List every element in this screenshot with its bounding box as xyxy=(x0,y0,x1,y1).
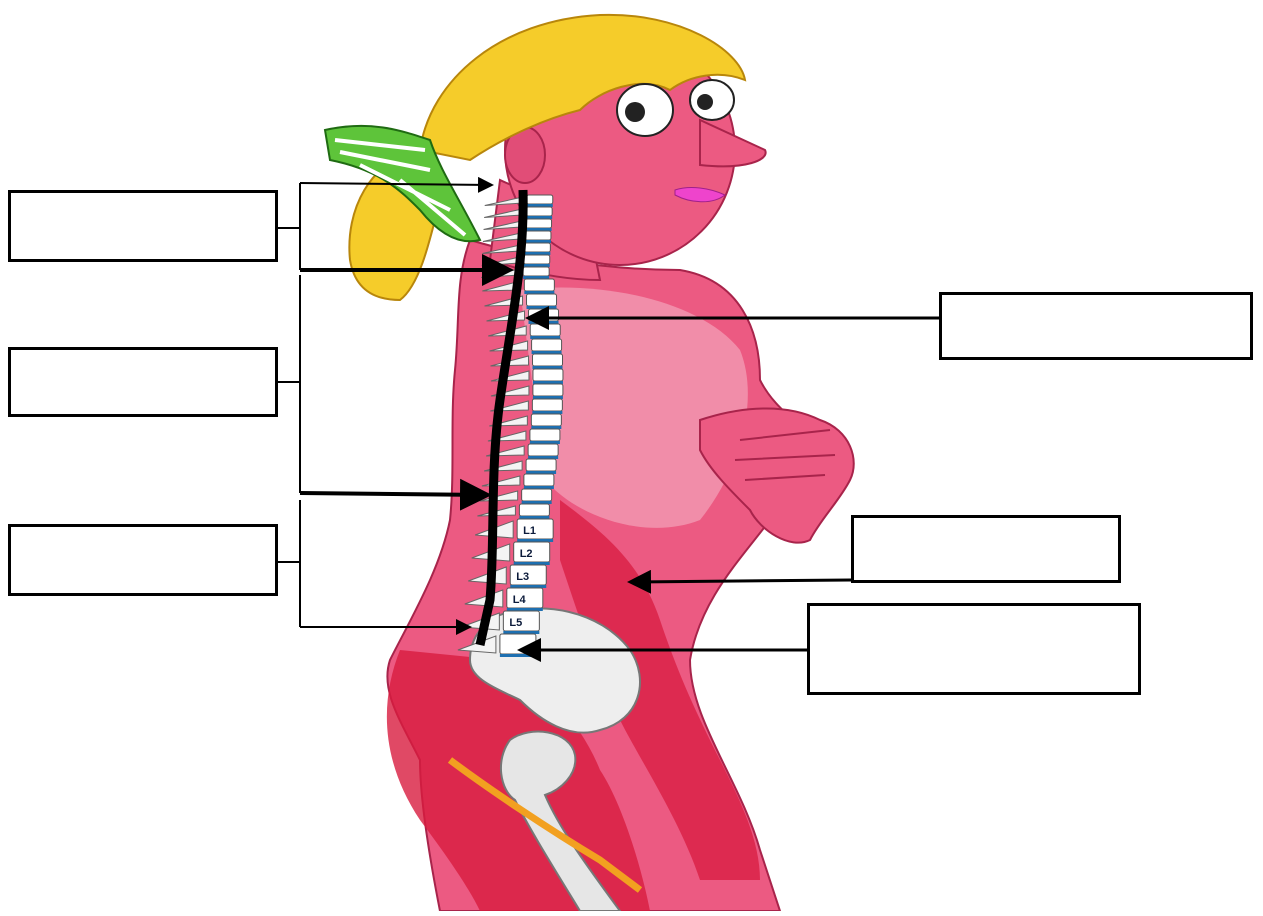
vertebra xyxy=(519,504,549,516)
label-box-thoracic[interactable] xyxy=(8,347,278,417)
vertebra xyxy=(530,324,560,336)
label-box-cervical[interactable] xyxy=(8,190,278,262)
vertebra xyxy=(524,279,554,291)
vertebra xyxy=(530,429,560,441)
lumbar-vertebra-label: L3 xyxy=(516,571,529,583)
vertebra xyxy=(532,399,562,411)
lumbar-vertebra-label: L5 xyxy=(509,617,522,629)
label-box-muscle[interactable] xyxy=(851,515,1121,583)
vertebra xyxy=(533,354,563,366)
vertebra xyxy=(524,474,554,486)
intervertebral-disc xyxy=(500,654,536,657)
vertebra xyxy=(533,384,563,396)
label-box-vertebra[interactable] xyxy=(939,292,1253,360)
vertebra xyxy=(523,267,549,276)
vertebra xyxy=(522,489,552,501)
vertebra xyxy=(531,414,561,426)
label-box-lumbar[interactable] xyxy=(8,524,278,596)
lumbar-vertebra-label: L2 xyxy=(520,548,533,560)
arrow-right-2 xyxy=(630,580,851,582)
vertebra xyxy=(526,219,552,228)
vertebra xyxy=(524,255,550,264)
vertebra xyxy=(524,243,550,252)
vertebra xyxy=(527,195,553,204)
vertebra xyxy=(533,369,563,381)
vertebra xyxy=(525,231,551,240)
vertebra xyxy=(528,444,558,456)
vertebra xyxy=(527,294,557,306)
lumbar-vertebra-label: L4 xyxy=(513,594,527,606)
lumbar-vertebra-label: L1 xyxy=(523,525,536,537)
vertebra xyxy=(526,207,552,216)
label-box-disc[interactable] xyxy=(807,603,1141,695)
vertebra xyxy=(532,339,562,351)
vertebra xyxy=(526,459,556,471)
body-figure xyxy=(325,15,854,911)
arrow-thoracic-bottom xyxy=(300,493,488,495)
arrow-cervical-top xyxy=(300,183,492,185)
